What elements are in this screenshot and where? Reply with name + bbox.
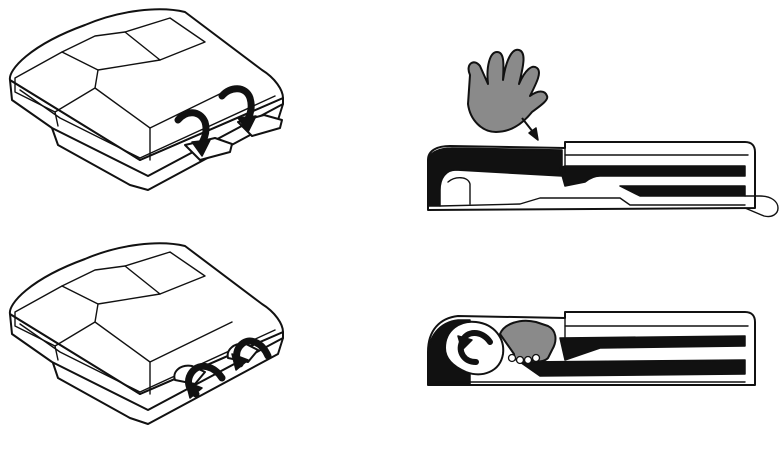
- press-arrow-icon: [522, 118, 538, 140]
- panel-side-roll: [428, 312, 755, 385]
- panel-device-fold-tabs: [10, 243, 283, 424]
- hand-roll-icon: [500, 321, 555, 364]
- hand-press-icon: [468, 50, 547, 132]
- panel-device-pull-tabs: [10, 9, 283, 190]
- panel-side-press: [428, 50, 778, 217]
